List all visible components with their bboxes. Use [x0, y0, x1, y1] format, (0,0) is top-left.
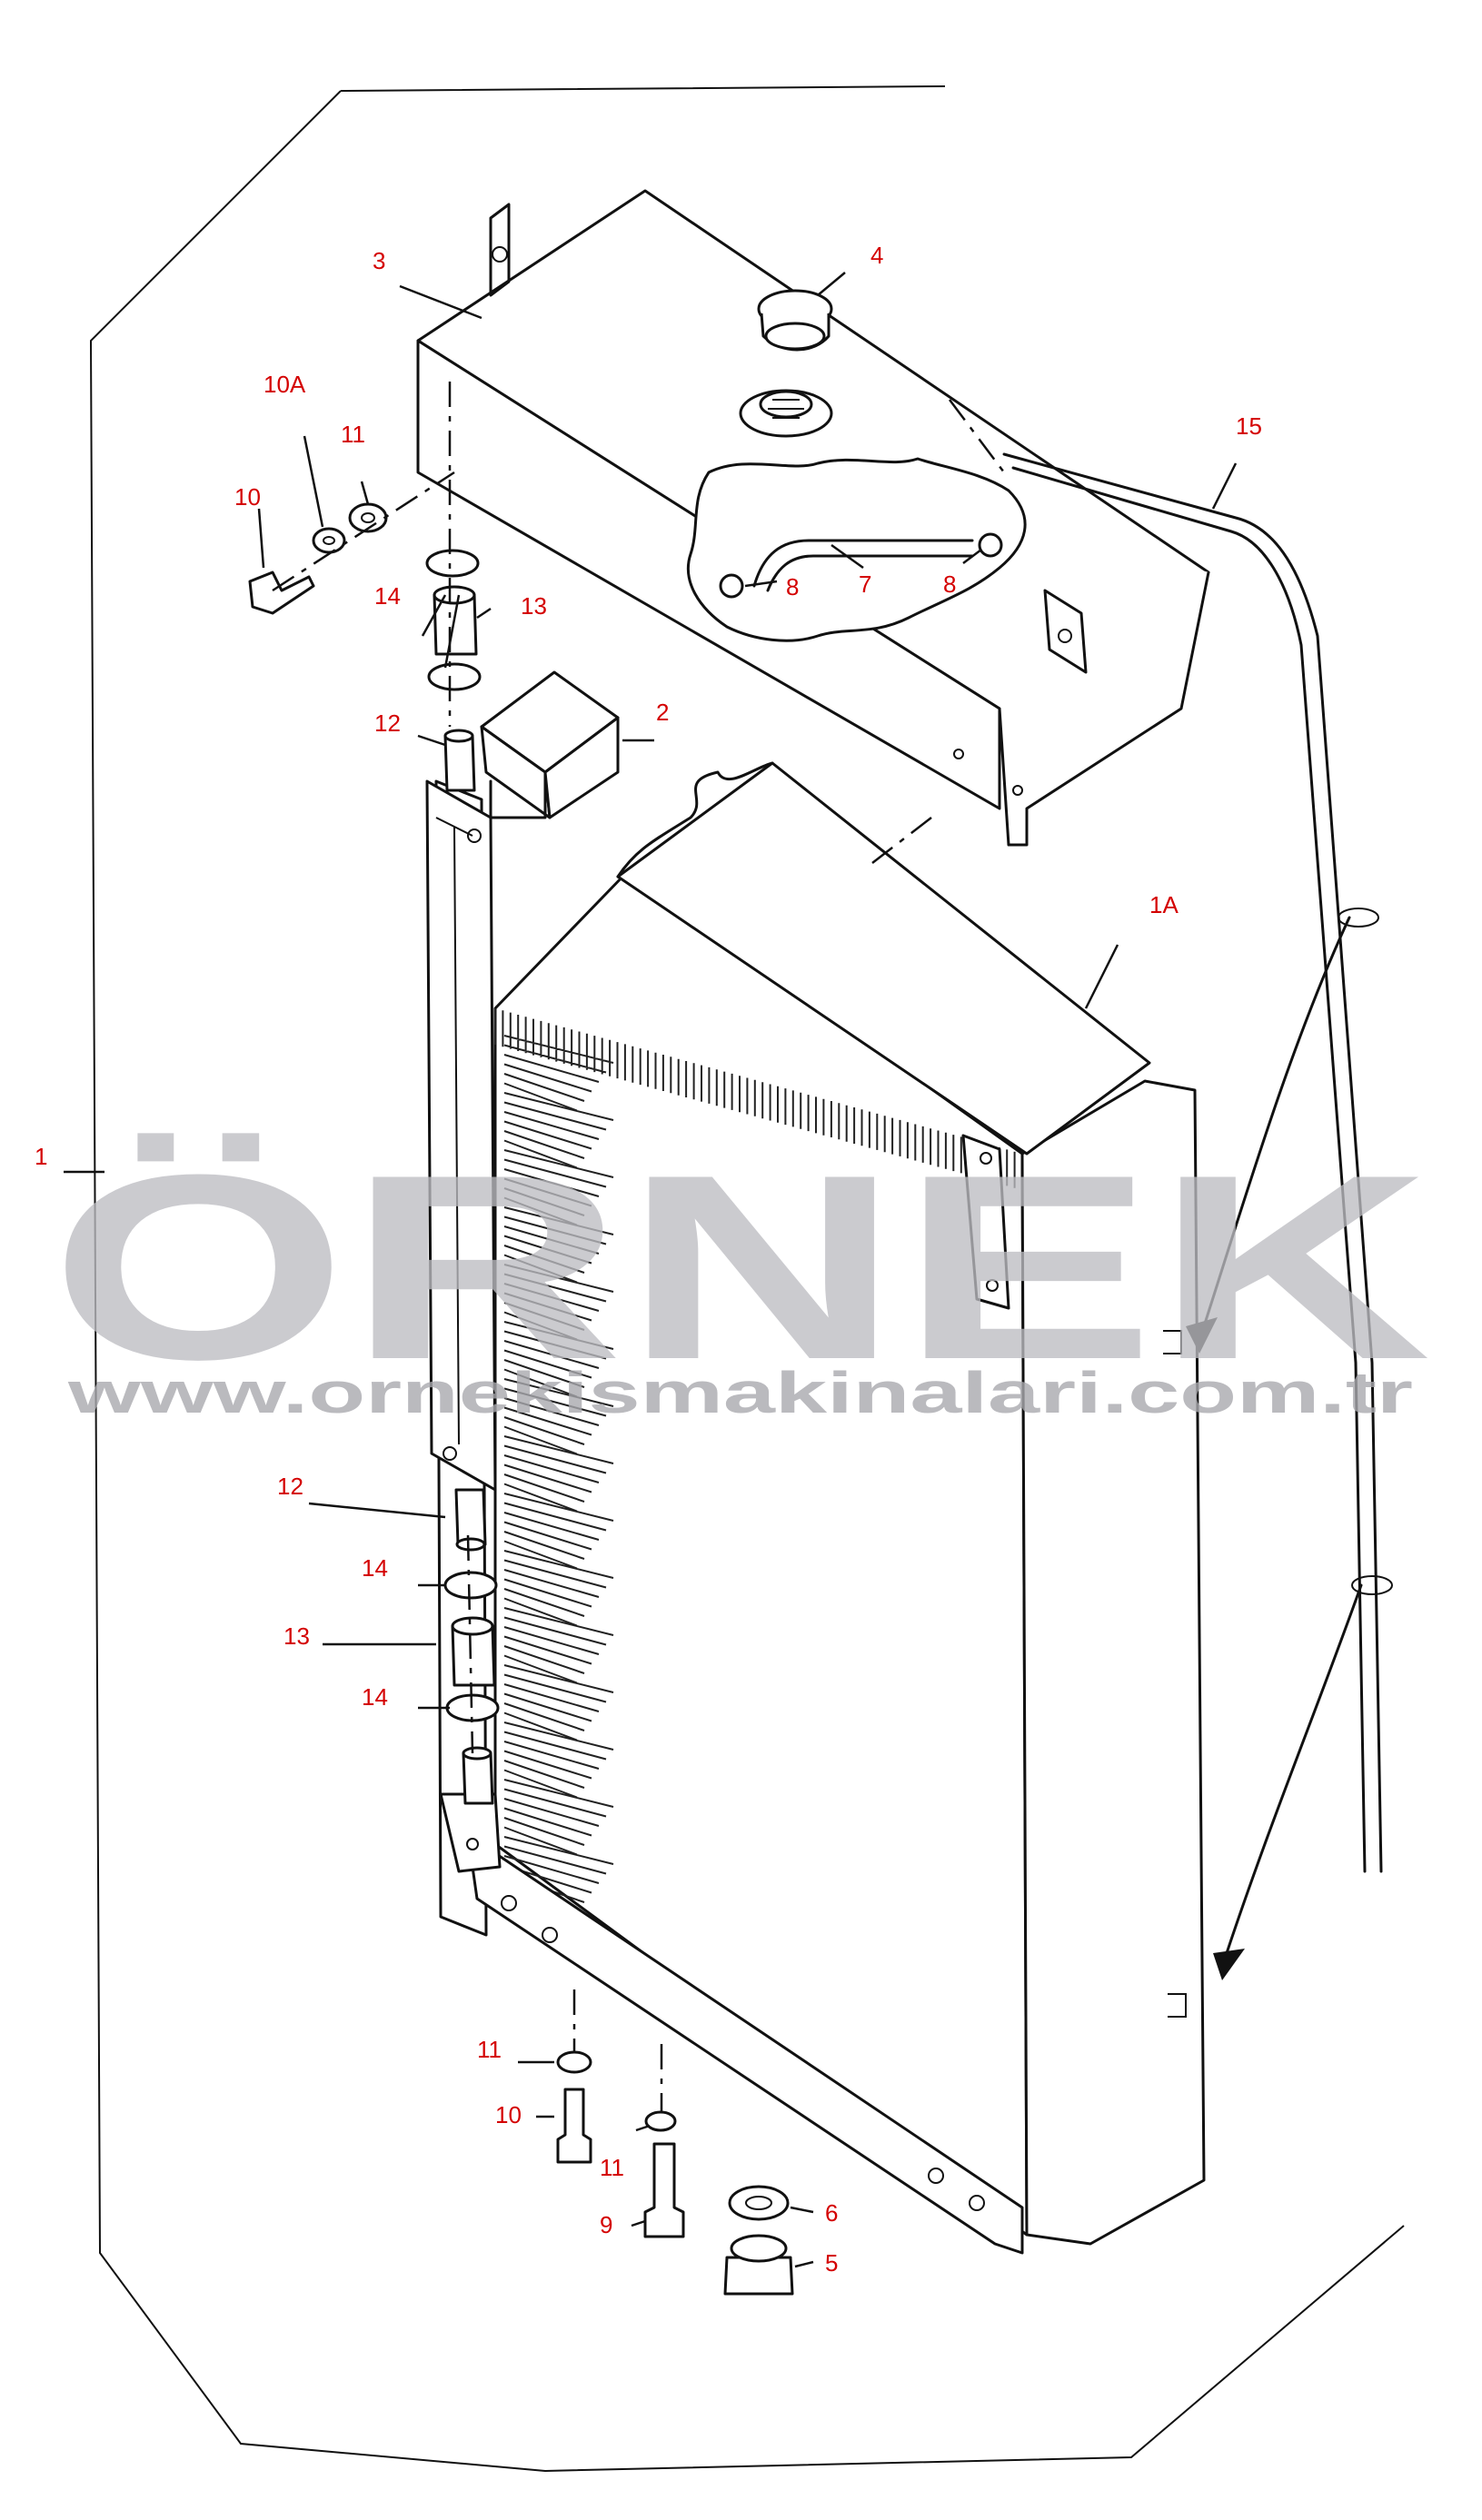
washer-6 — [728, 2185, 790, 2221]
radiator-fins — [494, 1008, 1023, 1913]
label-3: 3 — [373, 247, 385, 274]
watermark: ÖRNEK www.ornekismakinalari.com.tr — [50, 1120, 1431, 1425]
upper-tube-12 — [443, 734, 476, 792]
label-14-upper: 14 — [374, 582, 401, 610]
bottom-hardware — [556, 2050, 794, 2296]
washer-11-bottom-left — [556, 2050, 592, 2074]
clamp-14-lower-a — [443, 1571, 498, 1600]
label-4: 4 — [870, 242, 883, 269]
top-tank — [416, 189, 1210, 847]
label-14-lower-b: 14 — [362, 1683, 388, 1711]
radiator-core — [434, 761, 1206, 2255]
bolt-10-upper — [248, 570, 315, 615]
drain-tube — [1002, 452, 1393, 2018]
label-6: 6 — [825, 2199, 838, 2227]
hose-clamp-left — [719, 573, 744, 599]
filler-cap — [757, 289, 833, 352]
clamp-14-mid — [427, 662, 482, 691]
assembly-boundary — [89, 85, 1405, 2473]
watermark-url: www.ornekismakinalari.com.tr — [66, 1360, 1413, 1425]
centerlines — [272, 382, 1005, 2112]
washer-10A — [312, 527, 346, 554]
overflow-hose — [719, 532, 1003, 599]
label-8-left: 8 — [786, 573, 799, 600]
label-7: 7 — [859, 570, 871, 598]
clamp-14-top — [425, 549, 480, 578]
label-2: 2 — [656, 699, 669, 726]
label-10-bottom: 10 — [495, 2101, 522, 2128]
bolt-10-bottom — [556, 2088, 592, 2164]
label-9: 9 — [600, 2211, 612, 2238]
leader-lines — [64, 272, 1238, 2268]
lower-tube-12 — [454, 1488, 487, 1546]
side-tube-assembly — [425, 729, 497, 1805]
watermark-brand: ÖRNEK — [50, 1120, 1431, 1414]
label-11-upper: 11 — [341, 421, 365, 448]
lower-outlet-stub — [462, 1751, 494, 1805]
label-14-lower-a: 14 — [362, 1554, 388, 1582]
label-12-upper: 12 — [374, 709, 401, 737]
label-1: 1 — [35, 1143, 47, 1170]
label-10-upper: 10 — [234, 483, 261, 511]
label-8-right: 8 — [943, 570, 956, 598]
label-13-lower: 13 — [283, 1622, 310, 1650]
label-12-lower: 12 — [277, 1473, 303, 1500]
label-13-upper: 13 — [521, 592, 547, 620]
part-labels: 3 4 15 10A 11 10 14 13 8 7 8 12 2 1A 1 1… — [35, 242, 1262, 2277]
label-5: 5 — [825, 2249, 838, 2277]
label-11-bottom-right: 11 — [600, 2154, 624, 2181]
label-10A: 10A — [264, 371, 306, 398]
bolt-9 — [643, 2142, 685, 2238]
washer-11-bottom-right — [644, 2110, 677, 2132]
label-11-bottom-left: 11 — [477, 2036, 502, 2063]
hose-clamp-right — [978, 532, 1003, 558]
label-1A: 1A — [1149, 891, 1179, 918]
tank-cutaway — [686, 457, 1027, 642]
expansion-box — [480, 670, 620, 819]
upper-hardware — [248, 502, 482, 691]
drain-plug-5 — [723, 2256, 794, 2296]
label-15: 15 — [1236, 412, 1262, 440]
arrow-head-upper — [1186, 1317, 1218, 1354]
arrow-head-lower — [1213, 1949, 1245, 1980]
